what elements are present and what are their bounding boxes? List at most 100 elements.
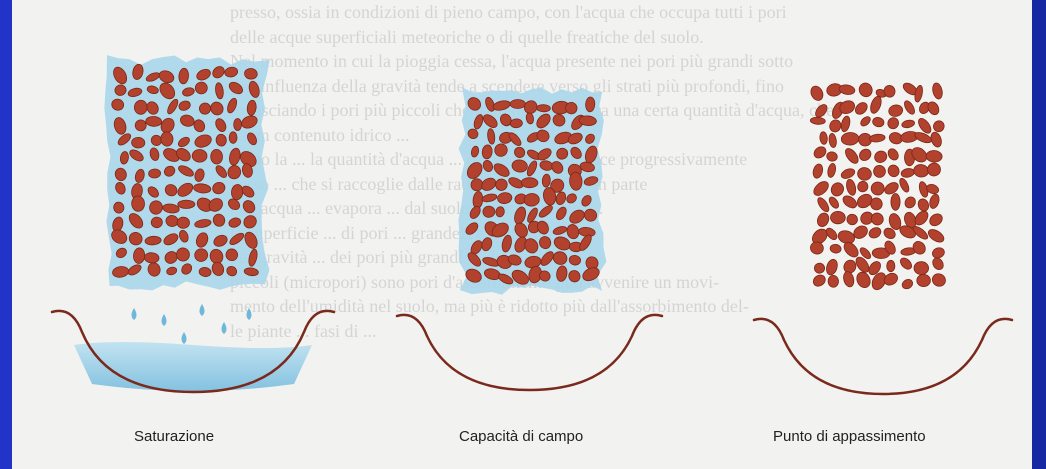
soil-particle [888,104,904,118]
soil-particle [131,137,145,148]
soil-particle [131,196,145,212]
soil-particle [829,244,841,254]
water-drop [222,322,227,334]
water-drop [132,308,137,320]
soil-particle [916,197,930,212]
soil-particle [886,147,900,162]
soil-particle [869,179,887,197]
soil-particle [827,195,840,209]
soil-particle [585,97,595,112]
soil-particle [841,193,859,210]
soil-particle [210,149,222,164]
soil-particle [814,263,825,273]
soil-particle [828,275,839,287]
soil-particle [816,196,831,214]
soil-particle [926,100,941,117]
soil-particle [192,149,207,162]
soil-particle [810,117,825,125]
soil-particle [826,151,839,162]
soil-particle [845,212,859,226]
soil-particle [857,166,873,181]
soil-particle [886,116,900,131]
soil-particle [812,145,828,161]
soil-particle [886,163,901,178]
soil-particle [134,100,148,115]
soil-panel-field_capacity [397,87,662,390]
soil-particle [229,132,237,144]
soil-particle [842,270,855,288]
soil-particle [828,118,843,133]
soil-particle [932,119,946,134]
soil-particle [930,271,948,288]
collection-bowl [397,315,662,390]
soil-particle [856,180,870,194]
water-drop [182,332,187,344]
soil-particle [813,102,829,119]
scanned-page: presso, ossia in condizioni di pieno cam… [12,0,1032,469]
soil-particle [902,99,916,116]
soil-particle [177,217,190,229]
soil-particle [843,146,861,165]
soil-particle [859,115,872,128]
soil-particle [928,193,940,209]
soil-particle [840,115,851,132]
soil-particle [898,177,911,194]
soil-particle [830,211,845,224]
water-drop [247,308,252,320]
soil-particle [828,133,837,148]
soil-particle [838,84,855,96]
soil-particle [812,163,824,179]
soil-particle [872,116,885,128]
soil-particle [901,278,915,291]
soil-particle [536,104,550,112]
soil-water-diagram [12,0,1032,469]
soil-particle [931,82,943,100]
soil-particle [825,258,839,276]
soil-panel-saturated [52,55,334,392]
soil-particle [845,178,857,196]
water-drop [200,304,205,316]
soil-particle [521,177,538,188]
soil-particle [148,169,160,179]
soil-particle [927,162,941,176]
soil-panel-wilting_point [754,81,1012,394]
soil-particle [809,84,826,102]
soil-particle [510,100,525,109]
soil-particle [891,193,900,210]
soil-particle [898,256,913,271]
soil-particle [873,149,889,165]
soil-particle [869,134,885,143]
collection-bowl [754,319,1012,394]
soil-particle [901,119,915,129]
caption-saturazione: Saturazione [134,428,214,445]
soil-particle [811,179,831,198]
soil-particle [926,150,943,163]
soil-particle [900,167,915,178]
soil-particle [841,132,859,146]
soil-particle [829,181,846,198]
collected-water [74,342,312,391]
soil-particle [867,226,882,240]
soil-particle [872,164,887,179]
soil-particle [869,95,884,115]
soil-particle [811,273,827,289]
soil-particle [234,119,242,131]
soil-particle [931,256,946,272]
soil-particle [840,167,856,180]
soil-particle [882,271,900,288]
soil-particle [819,131,828,144]
soil-particle [857,147,873,163]
soil-particle [827,163,837,178]
soil-particle [914,262,929,275]
water-drop [162,314,167,326]
soil-particle [887,260,895,271]
soil-particle [510,119,523,128]
soil-particle [929,131,943,149]
soil-particle [913,164,929,178]
soil-particle [815,211,830,228]
caption-capacita-di-campo: Capacità di campo [459,428,583,445]
soil-particle [857,81,875,99]
soil-particle [931,246,946,260]
soil-particle [927,211,944,228]
